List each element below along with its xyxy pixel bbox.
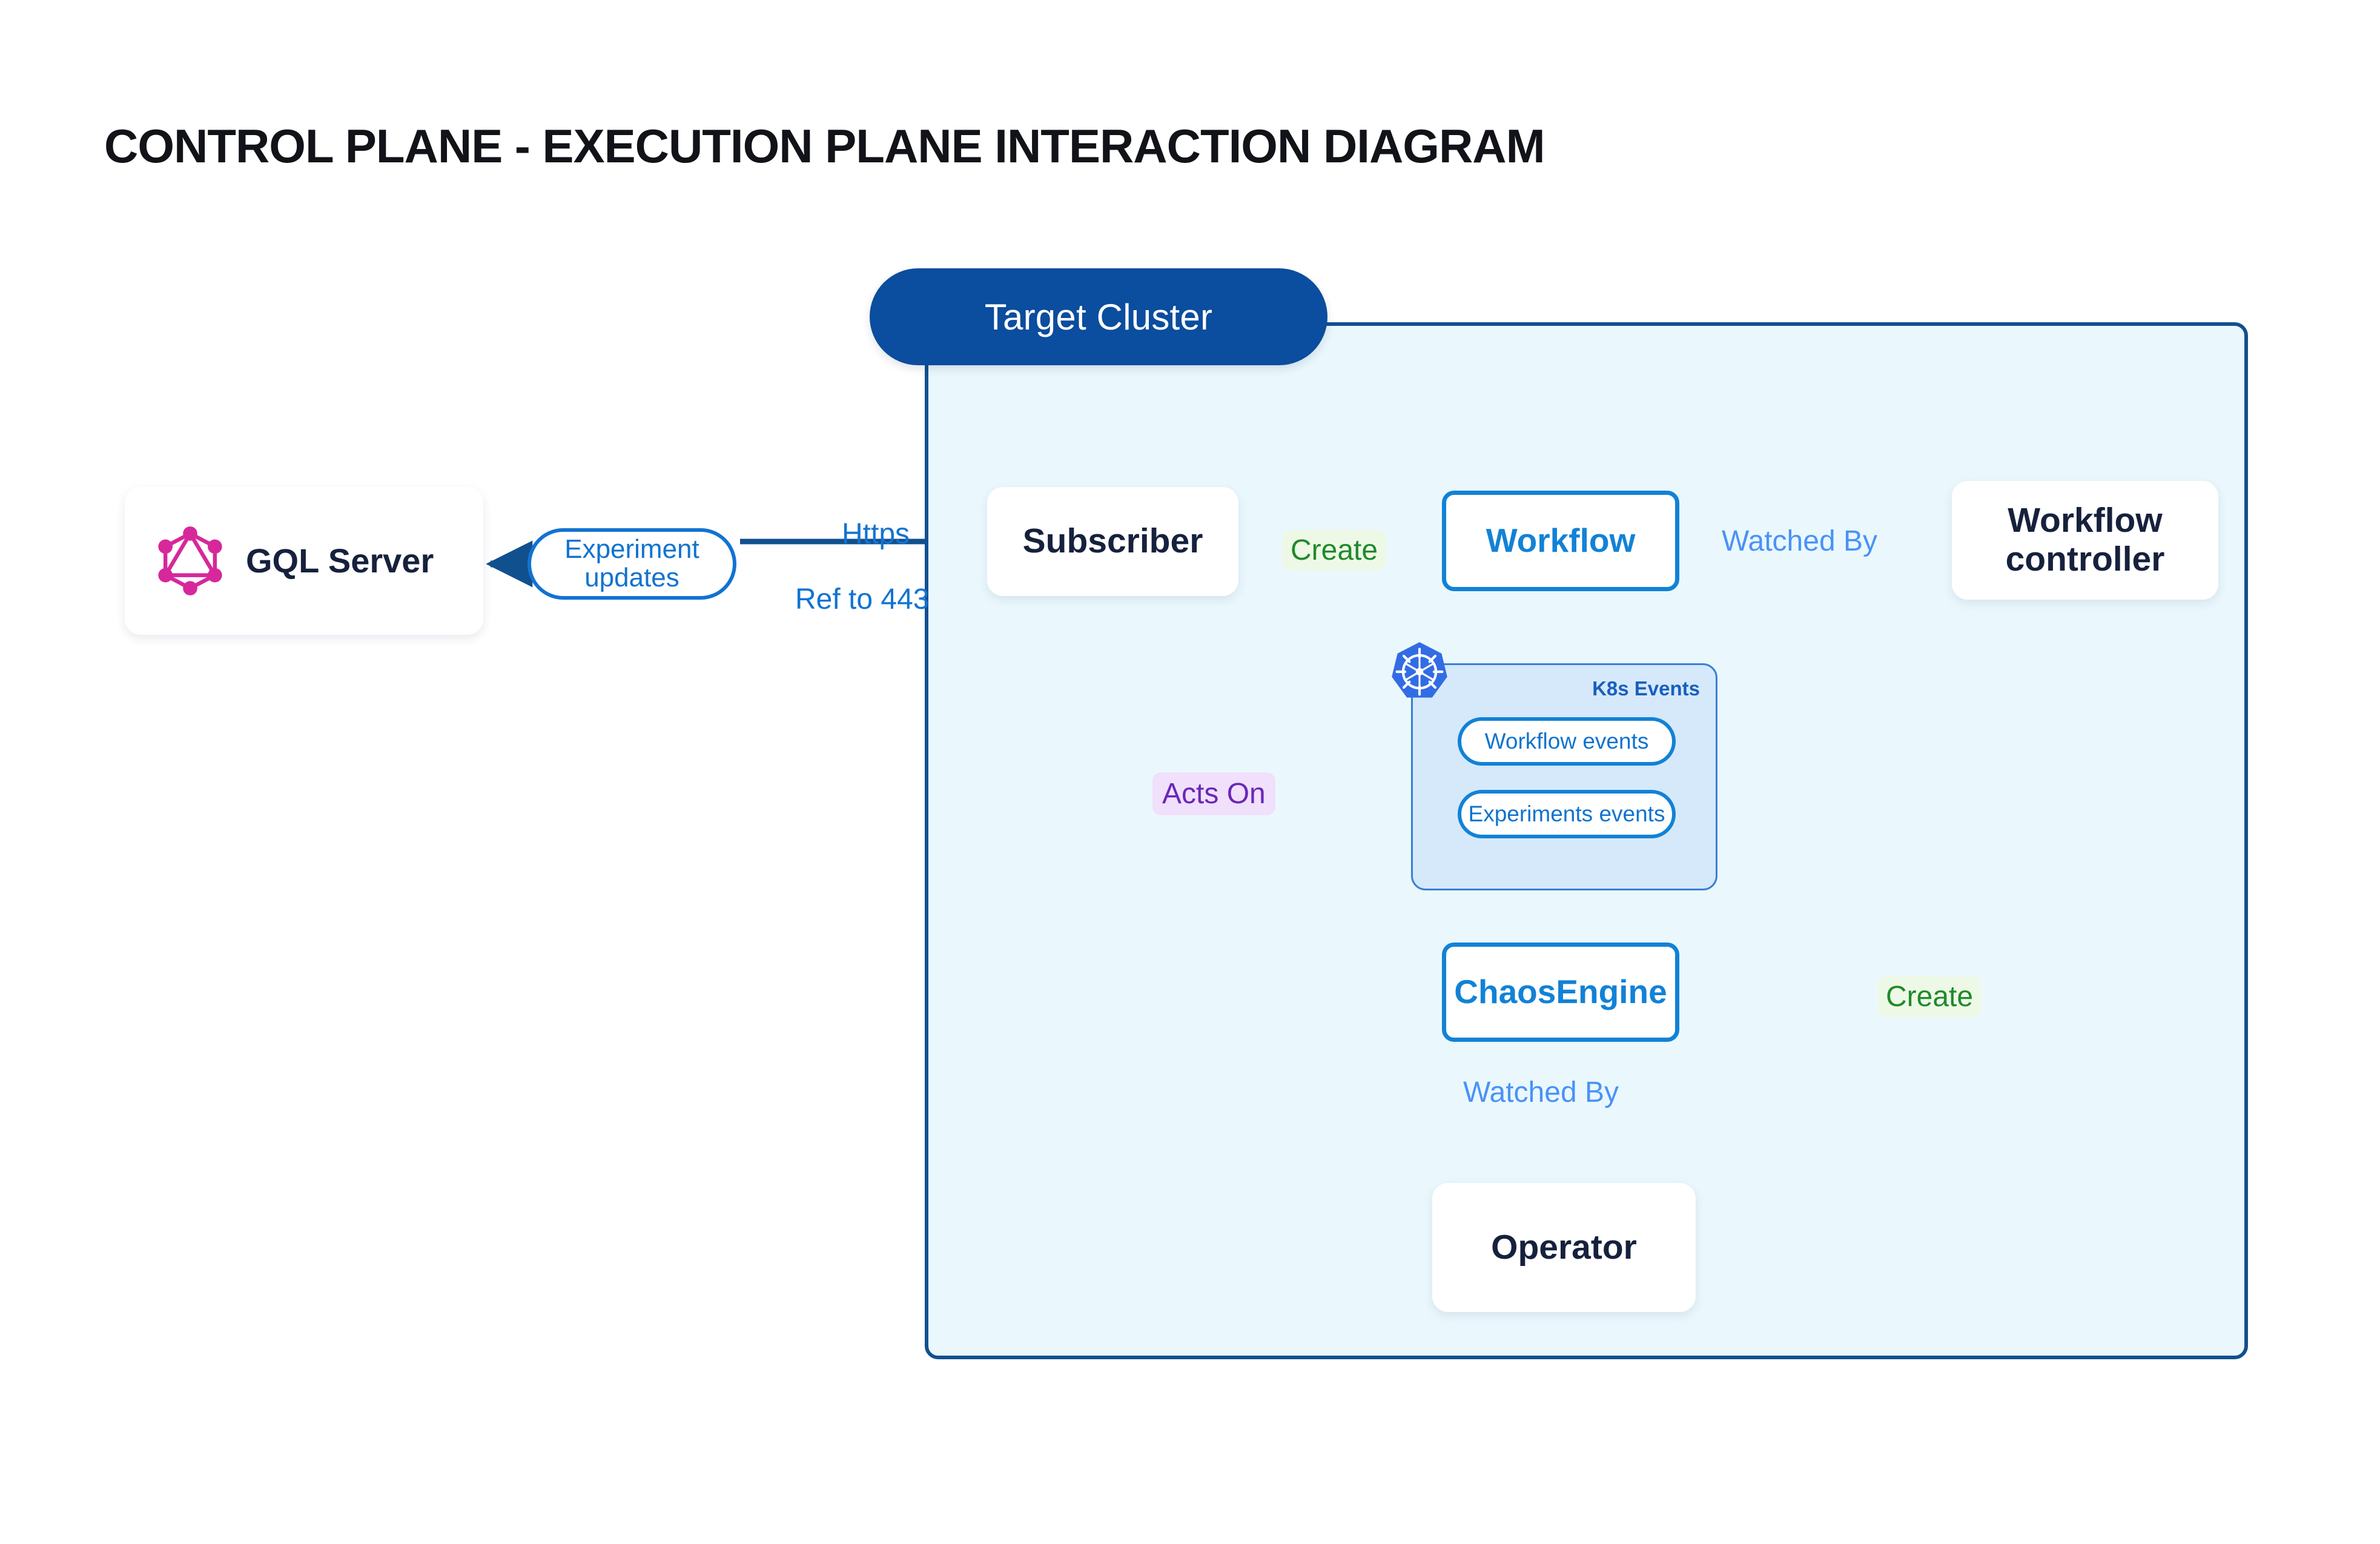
k8s-pill-workflow-events[interactable]: Workflow events	[1458, 717, 1676, 766]
edge-label-ref-to-443: Ref to 443	[795, 583, 930, 615]
node-gql-server[interactable]: GQL Server	[125, 487, 483, 635]
node-subscriber[interactable]: Subscriber	[987, 487, 1238, 596]
node-chaosengine[interactable]: ChaosEngine	[1442, 943, 1679, 1042]
node-workflow-controller[interactable]: Workflow controller	[1952, 481, 2218, 600]
k8s-pill-experiments-events[interactable]: Experiments events	[1458, 790, 1676, 838]
edge-label-create-chaosengine: Create	[1877, 976, 1982, 1017]
edge-label-watched-by-operator: Watched By	[1463, 1076, 1619, 1108]
node-workflow-label: Workflow	[1486, 522, 1636, 560]
k8s-pill-experiments-events-label: Experiments events	[1468, 801, 1665, 826]
node-workflow-controller-line1: Workflow	[2008, 501, 2163, 540]
edge-label-acts-on: Acts On	[1152, 772, 1275, 815]
edge-label-experiment-updates-line2: updates	[584, 563, 679, 592]
edge-label-watched-by-workflow: Watched By	[1722, 525, 1877, 557]
target-cluster-label: Target Cluster	[984, 296, 1213, 337]
edge-label-experiment-updates-line1: Experiment	[564, 534, 699, 565]
node-chaosengine-label: ChaosEngine	[1454, 973, 1667, 1011]
node-subscriber-label: Subscriber	[1022, 522, 1203, 561]
kubernetes-icon-holder	[1392, 642, 1447, 698]
k8s-events-title: K8s Events	[1592, 677, 1700, 700]
edge-label-https: Https	[842, 518, 910, 550]
node-workflow-controller-line2: controller	[2005, 540, 2165, 578]
target-cluster-badge[interactable]: Target Cluster	[870, 268, 1327, 365]
node-operator-label: Operator	[1491, 1227, 1637, 1267]
k8s-pill-workflow-events-label: Workflow events	[1484, 729, 1649, 754]
page-title: CONTROL PLANE - EXECUTION PLANE INTERACT…	[104, 119, 1545, 173]
graphql-icon	[158, 526, 222, 595]
node-gql-server-label: GQL Server	[246, 541, 434, 580]
edge-label-create-workflow: Create	[1282, 530, 1387, 571]
node-workflow-controller-label: Workflow controller	[2005, 501, 2165, 579]
edge-label-experiment-updates: Experiment updates	[527, 528, 736, 600]
k8s-events-group: K8s Events Workflow events Experiments e…	[1411, 663, 1717, 890]
node-workflow[interactable]: Workflow	[1442, 491, 1679, 591]
node-operator[interactable]: Operator	[1432, 1183, 1696, 1312]
